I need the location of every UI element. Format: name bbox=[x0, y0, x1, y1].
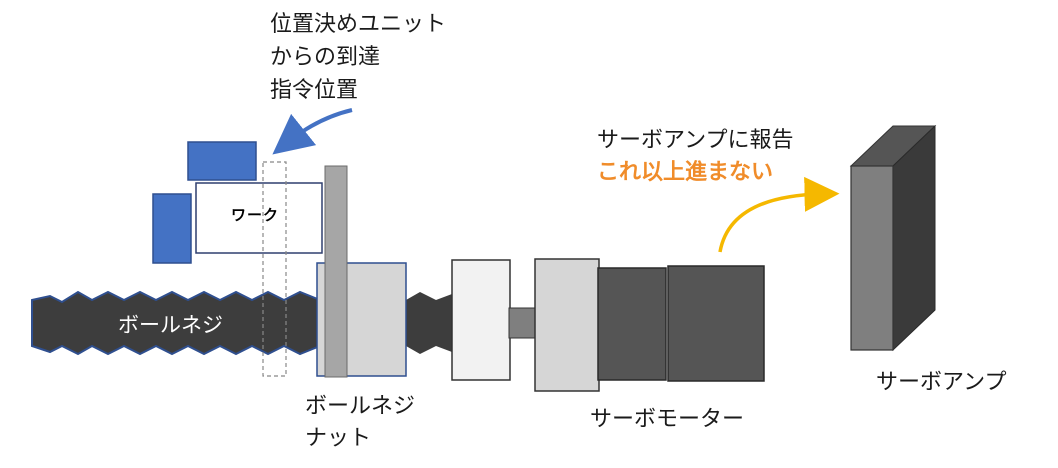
coupling bbox=[451, 259, 511, 381]
motor-flange bbox=[534, 258, 600, 392]
servo-amp-front bbox=[850, 165, 894, 351]
servo-amp-label: サーボアンプ bbox=[876, 370, 1007, 395]
target-position-marker bbox=[262, 161, 287, 377]
clamp-side bbox=[152, 193, 192, 264]
instruction-arrow bbox=[272, 108, 353, 155]
servo-motor-label: サーボモーター bbox=[590, 407, 745, 432]
work-piece bbox=[195, 182, 323, 254]
motor-body-rear bbox=[667, 265, 765, 382]
servo-amp-side bbox=[892, 124, 936, 352]
work-label: ワーク bbox=[231, 206, 280, 224]
ball-screw-shaft-right bbox=[406, 292, 452, 354]
report-text-line2: これ以上進まない bbox=[597, 160, 774, 185]
ball-screw-nut-label-line2: ナット bbox=[305, 426, 372, 451]
instruction-text-line3: 指令位置 bbox=[270, 78, 359, 103]
instruction-text-line2: からの到達 bbox=[270, 45, 381, 70]
report-arrow bbox=[718, 176, 840, 253]
instruction-text-line1: 位置決めユニット bbox=[270, 12, 447, 37]
report-text-line1: サーボアンプに報告 bbox=[597, 128, 794, 153]
shaft-connector bbox=[508, 307, 537, 339]
nut-flange bbox=[324, 165, 348, 378]
clamp-top bbox=[187, 141, 257, 181]
motor-body-front bbox=[597, 267, 667, 381]
ball-screw-label: ボールネジ bbox=[118, 313, 223, 337]
ball-screw-nut-label-line1: ボールネジ bbox=[305, 394, 416, 419]
